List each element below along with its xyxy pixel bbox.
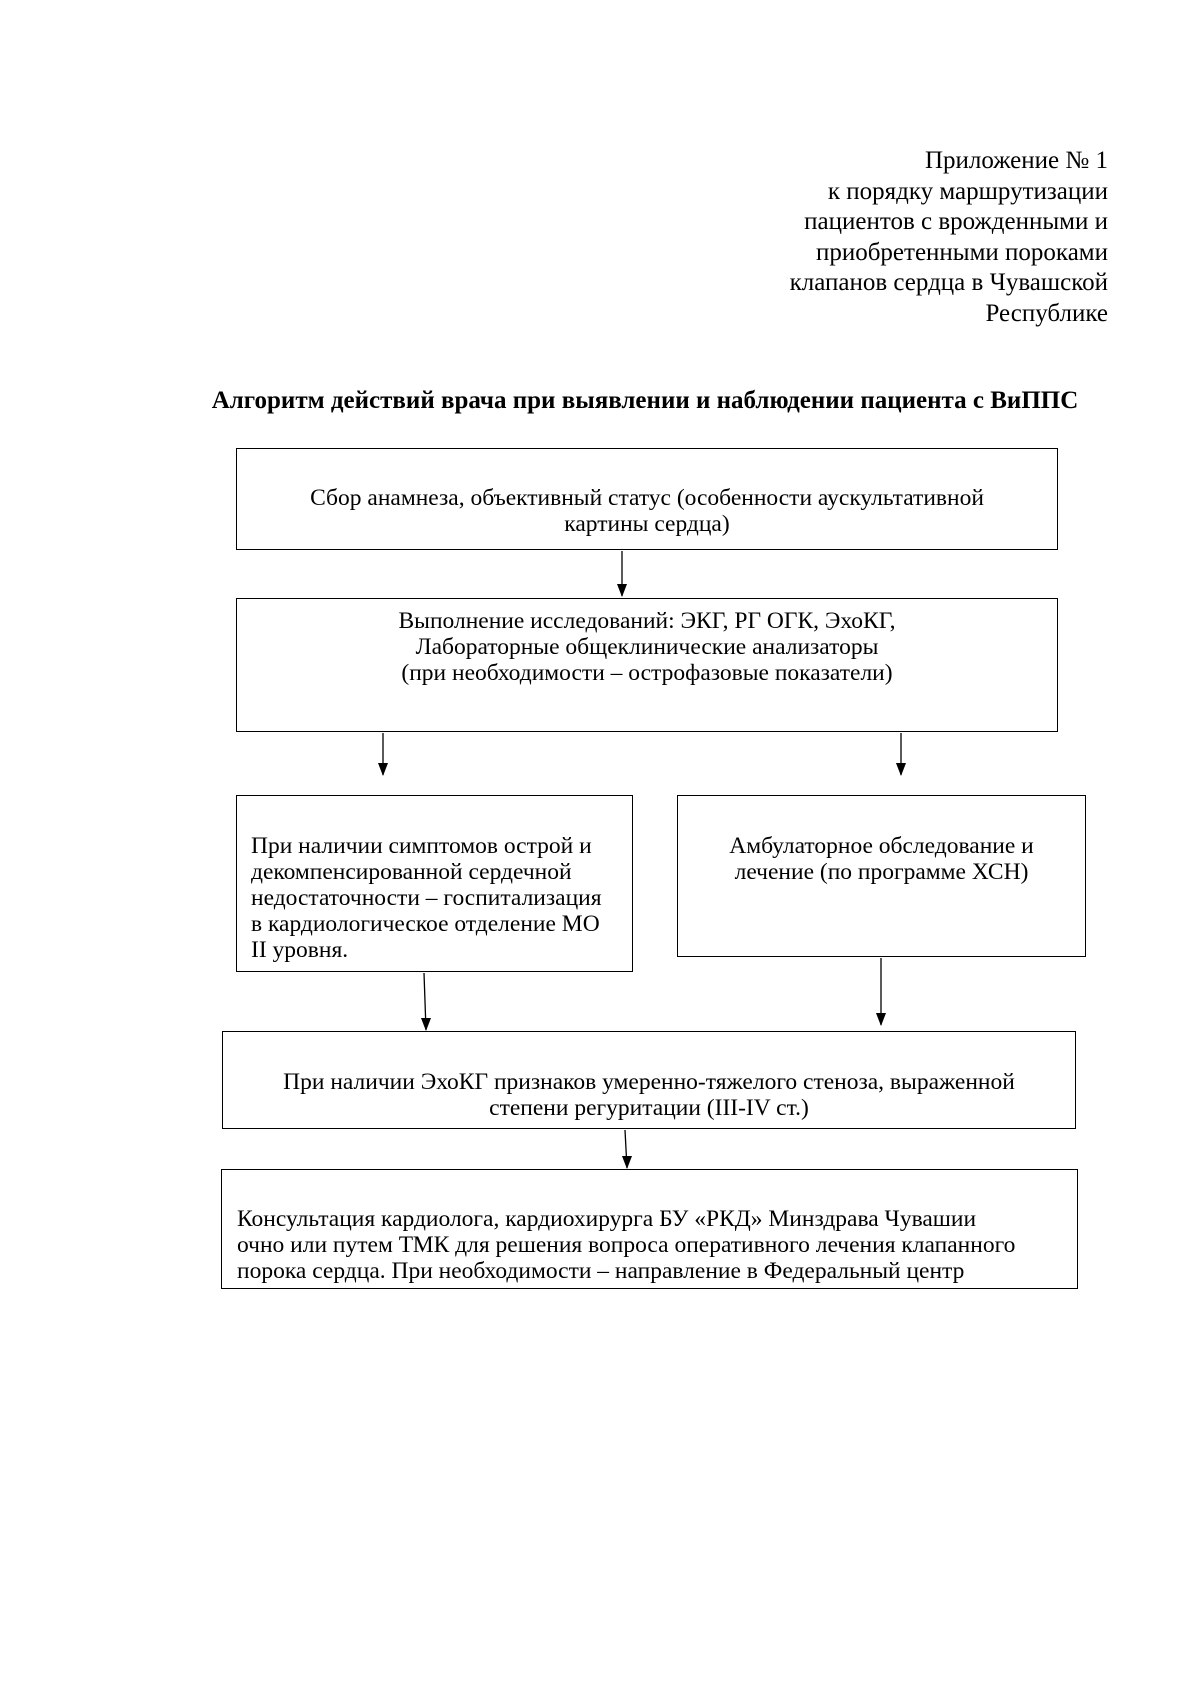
arrow-step2-to-left xyxy=(378,733,388,776)
appendix-line: Республике xyxy=(985,299,1108,327)
flow-step-text: в кардиологическое отделение МО xyxy=(251,911,600,937)
flow-step-text: картины сердца) xyxy=(564,511,730,537)
arrow-step4-to-step5 xyxy=(622,1129,632,1169)
flow-step-text: лечение (по программе ХСН) xyxy=(734,859,1029,885)
appendix-line: Приложение № 1 xyxy=(924,147,1108,174)
document-title: Алгоритм действий врача при выявлении и … xyxy=(211,387,1079,414)
appendix-line: пациентов с врожденными и xyxy=(804,208,1108,235)
appendix-line: к порядку маршрутизации xyxy=(827,177,1108,205)
flow-step-text: Выполнение исследований: ЭКГ, РГ ОГК, Эх… xyxy=(398,608,896,634)
flow-step-history: Сбор анамнеза, объективный статус (особе… xyxy=(236,448,1058,550)
flow-step-text: степени регуритации (III-IV ст.) xyxy=(489,1095,809,1121)
flow-step-text: Сбор анамнеза, объективный статус (особе… xyxy=(310,485,984,511)
appendix-line: клапанов сердца в Чувашской xyxy=(789,269,1108,296)
flow-step-text: При наличии ЭхоКГ признаков умеренно-тяж… xyxy=(283,1069,1015,1095)
flow-step-consultation: Консультация кардиолога, кардиохирурга Б… xyxy=(221,1169,1078,1289)
flow-step-text: При наличии симптомов острой и xyxy=(251,833,592,859)
arrow-step1-to-step2 xyxy=(617,551,627,597)
flow-step-examinations: Выполнение исследований: ЭКГ, РГ ОГК, Эх… xyxy=(236,598,1058,732)
flow-step-text: Амбулаторное обследование и xyxy=(729,833,1034,859)
flow-step-text: декомпенсированной сердечной xyxy=(251,859,572,885)
arrow-right-to-step4 xyxy=(876,958,886,1026)
arrow-left-to-step4 xyxy=(421,972,431,1031)
flow-step-text: недостаточности – госпитализация xyxy=(251,885,602,911)
flow-step-text: порока сердца. При необходимости – напра… xyxy=(237,1258,965,1284)
appendix-header: Приложение № 1 к порядку маршрутизации п… xyxy=(790,146,1108,329)
flow-step-text: II уровня. xyxy=(251,937,349,963)
flow-step-text: Консультация кардиолога, кардиохирурга Б… xyxy=(237,1206,977,1232)
appendix-line: приобретенными пороками xyxy=(815,238,1108,266)
flow-step-text: Лабораторные общеклинические анализаторы xyxy=(415,634,879,660)
flow-step-outpatient: Амбулаторное обследование и лечение (по … xyxy=(677,795,1086,957)
flow-step-text: (при необходимости – острофазовые показа… xyxy=(401,660,893,686)
flow-step-hospitalization: При наличии симптомов острой и декомпенс… xyxy=(236,795,633,972)
flow-step-echo-findings: При наличии ЭхоКГ признаков умеренно-тяж… xyxy=(222,1031,1076,1129)
arrow-step2-to-right xyxy=(896,733,906,776)
flow-step-text: очно или путем ТМК для решения вопроса о… xyxy=(237,1232,1016,1258)
